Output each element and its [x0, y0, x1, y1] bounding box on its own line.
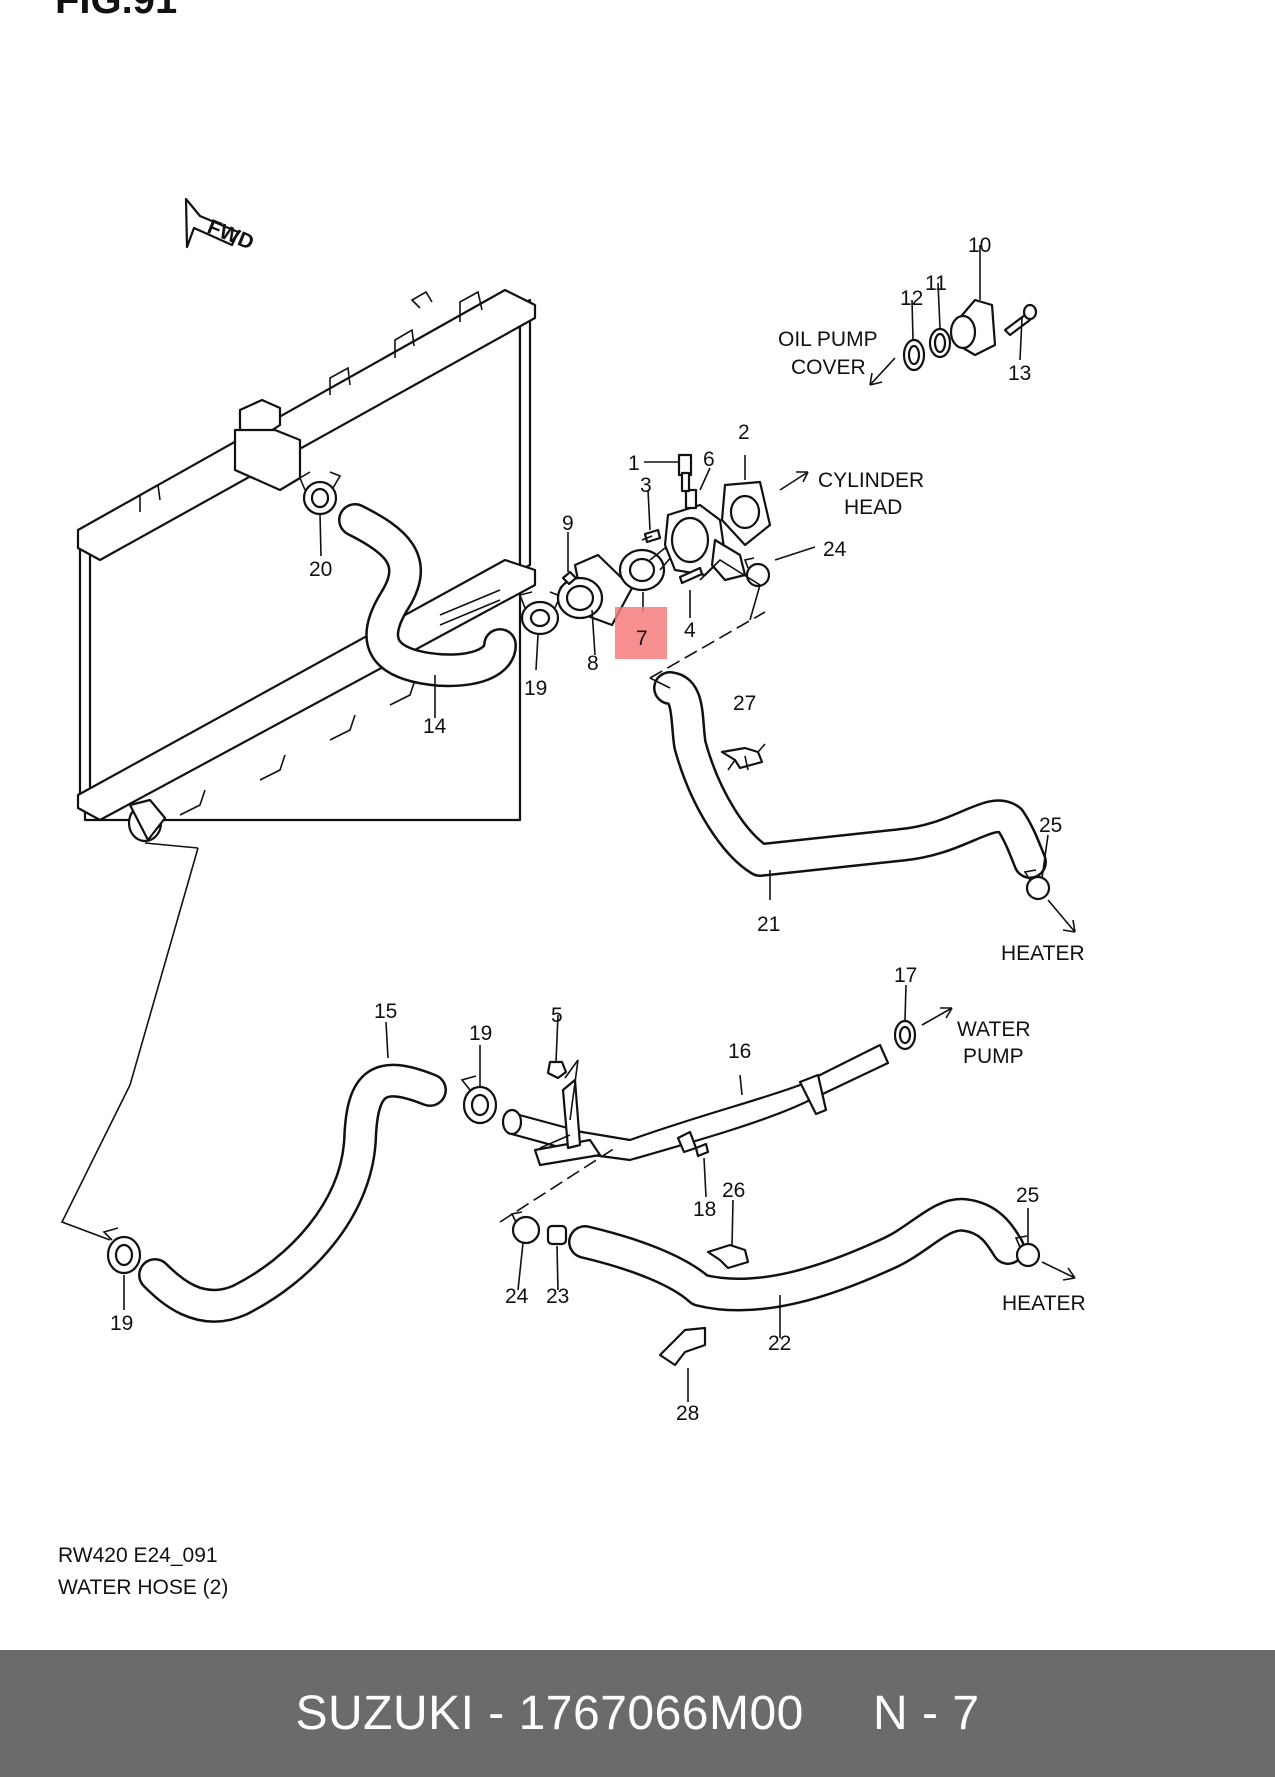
- bolt-13: [1003, 303, 1038, 337]
- callout-14: 14: [423, 715, 447, 738]
- callout-4: 4: [684, 619, 696, 642]
- callout-26: 26: [722, 1179, 745, 1202]
- oring-12: [902, 338, 926, 372]
- callout-23: 23: [546, 1285, 569, 1308]
- callout-19b: 19: [469, 1022, 492, 1045]
- oil-pump-label-1: OIL PUMP: [778, 328, 878, 351]
- callout-25a: 25: [1039, 814, 1062, 837]
- radiator: [76, 288, 537, 843]
- hose-15: [138, 1063, 447, 1323]
- callout-20: 20: [309, 558, 332, 581]
- nut-5: [546, 1060, 568, 1080]
- callout-18: 18: [693, 1198, 716, 1221]
- clip-26: [706, 1243, 750, 1270]
- thermostat-case-6: [663, 488, 747, 582]
- callout-21: 21: [757, 913, 780, 936]
- cylinder-head-label-2: HEAD: [844, 496, 902, 519]
- oil-pump-label-2: COVER: [791, 356, 866, 379]
- heater-label-upper: HEATER: [1001, 942, 1085, 965]
- callout-1: 1: [628, 452, 640, 475]
- clip-28: [658, 1326, 707, 1367]
- clamp-24-upper: [743, 557, 771, 588]
- stud-4: [678, 566, 704, 585]
- connector-lines: [60, 245, 1076, 1402]
- callout-24b: 24: [505, 1285, 529, 1308]
- water-pump-label-2: PUMP: [963, 1045, 1024, 1068]
- hose-21: [653, 671, 1047, 879]
- callout-11: 11: [925, 272, 947, 295]
- pipe-10: [949, 298, 997, 357]
- destination-labels: OIL PUMP COVER CYLINDER HEAD HEATER WATE…: [778, 328, 1086, 1315]
- footer-brand: SUZUKI: [295, 1687, 475, 1740]
- clip-27: [720, 743, 766, 771]
- hose-14: [338, 503, 517, 688]
- callout-28: 28: [676, 1402, 699, 1425]
- callout-19a: 19: [524, 677, 547, 700]
- bolt-18: [694, 1142, 710, 1158]
- clamp-24-lower: [510, 1211, 541, 1245]
- callout-10: 10: [968, 234, 991, 257]
- callout-9: 9: [562, 512, 574, 535]
- heater-label-lower: HEATER: [1002, 1292, 1086, 1315]
- figure-title: FIG.91: [55, 0, 178, 22]
- sensor-1: [677, 453, 693, 493]
- water-hose-diagram: FWD: [60, 197, 1086, 1425]
- oring-17: [893, 1019, 917, 1051]
- reference-code: RW420 E24_091: [58, 1544, 218, 1567]
- water-pump-label-1: WATER: [957, 1018, 1031, 1041]
- callout-7: 7: [636, 627, 648, 650]
- bolt-3: [641, 528, 662, 544]
- callout-16: 16: [728, 1040, 751, 1063]
- callout-22: 22: [768, 1332, 791, 1355]
- reference-block: RW420 E24_091 WATER HOSE (2): [58, 1540, 228, 1604]
- callout-17: 17: [894, 964, 917, 987]
- callout-5: 5: [551, 1004, 563, 1027]
- callout-13: 13: [1008, 362, 1031, 385]
- clamp-25-lower: [1014, 1235, 1041, 1268]
- fwd-label: FWD: [204, 215, 257, 254]
- gasket-2: [720, 480, 772, 547]
- callout-8: 8: [587, 652, 599, 675]
- clamp-19-lower: [102, 1227, 142, 1275]
- clamp-19-middle: [460, 1075, 498, 1125]
- callout-15: 15: [374, 1000, 397, 1023]
- bolt-9: [559, 570, 578, 589]
- clamp-25-upper: [1023, 869, 1051, 901]
- callout-2: 2: [738, 421, 750, 444]
- callout-25b: 25: [1016, 1184, 1039, 1207]
- plug-23: [546, 1224, 568, 1246]
- footer-separator: -: [474, 1687, 519, 1740]
- callout-3: 3: [640, 474, 652, 497]
- callout-27: 27: [733, 692, 756, 715]
- callout-numbers: 1 2 3 4 5 6 7 8 9 10 11 12 13 14 15 16 1…: [110, 234, 1062, 1425]
- callout-19c: 19: [110, 1312, 133, 1335]
- clamp-19-upper: [518, 591, 562, 636]
- hose-22: [568, 1197, 1025, 1312]
- reference-title: WATER HOSE (2): [58, 1576, 229, 1599]
- clamp-20: [298, 471, 342, 516]
- footer-note: N - 7: [873, 1687, 980, 1740]
- callout-6: 6: [703, 448, 715, 471]
- highlight-part-7: [615, 607, 667, 659]
- footer-bar: SUZUKI - 1767066M00 N - 7: [0, 1650, 1275, 1777]
- footer-part-number: 1767066M00: [518, 1687, 804, 1740]
- fwd-arrow-icon: FWD: [184, 197, 257, 255]
- cylinder-head-label-1: CYLINDER: [818, 469, 924, 492]
- thermostat-7: [618, 546, 674, 592]
- callout-24a: 24: [823, 538, 847, 561]
- pipe-16: [501, 1043, 890, 1167]
- oring-11: [928, 327, 952, 359]
- callout-12: 12: [900, 287, 923, 310]
